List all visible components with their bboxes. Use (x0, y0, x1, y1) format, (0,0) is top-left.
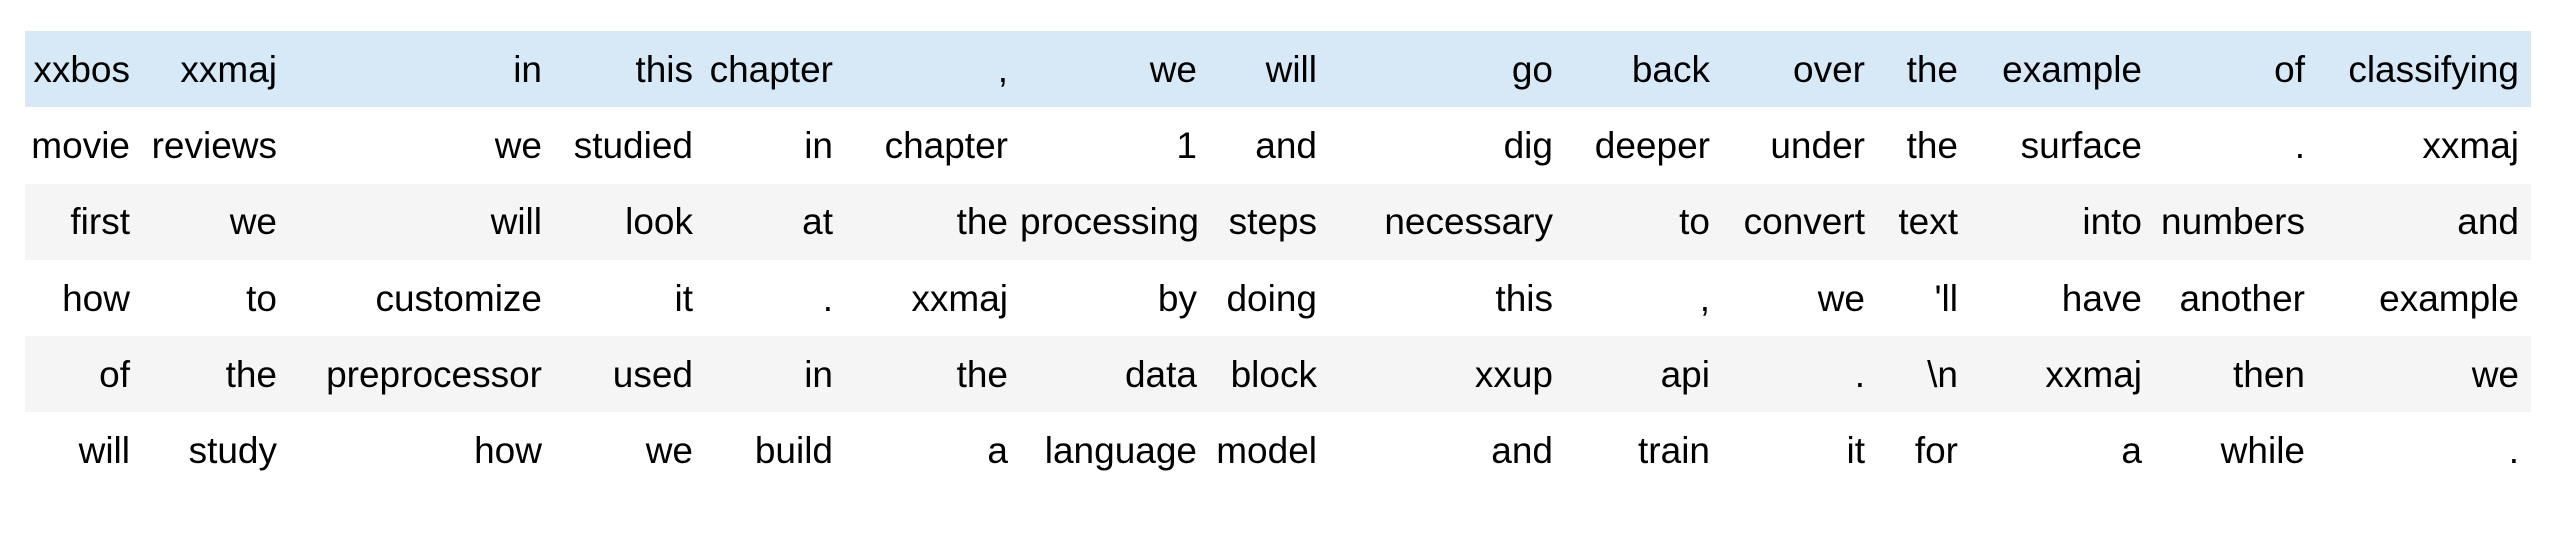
token-cell: this (1495, 277, 1553, 319)
token-cell: will (78, 430, 130, 472)
token-cell: the (225, 353, 277, 395)
token-cell: another (2179, 277, 2306, 319)
token-cell: for (1914, 430, 1958, 472)
token-cell: first (70, 201, 130, 243)
token-cell: steps (1228, 201, 1317, 243)
token-cell: a (987, 430, 1008, 472)
token-cell: . (1854, 353, 1865, 395)
token-cell: study (188, 430, 277, 472)
token-cell: the (1906, 124, 1958, 166)
token-cell: in (804, 353, 833, 395)
token-cell: studied (573, 124, 693, 166)
token-cell: xxmaj (911, 277, 1008, 319)
token-cell: surface (2020, 124, 2142, 166)
token-table: xxbos xxmaj in this chapter, we will go back over… (25, 31, 2531, 489)
token-cell: , (1699, 277, 1710, 319)
token-cell: api (1660, 353, 1710, 395)
token-cell: reviews (151, 124, 277, 166)
token-cell: example (2379, 277, 2519, 319)
token-cell: to (246, 277, 277, 319)
token-cell: used (612, 353, 693, 395)
token-cell: how (474, 430, 542, 472)
token-cell: 1 (1176, 124, 1197, 166)
token-row: of the preprocessor used in the data block xxup a… (25, 336, 2531, 413)
token-cell: then (2232, 353, 2305, 395)
token-cell: how (62, 277, 130, 319)
token-cell: under (1770, 124, 1865, 166)
token-cell: in (804, 124, 833, 166)
token-cell: text (1898, 201, 1958, 243)
token-cell: we (2471, 353, 2519, 395)
token-cell: we (1149, 48, 1197, 90)
token-cell: necessary (1384, 201, 1553, 243)
token-cell: over (1793, 48, 1865, 90)
token-cell: chapter (884, 124, 1008, 166)
token-cell: have (2061, 277, 2142, 319)
token-cell: and (1255, 124, 1317, 166)
token-cell: while (2220, 430, 2305, 472)
token-cell: it (1846, 430, 1866, 472)
token-cell: and (2457, 201, 2519, 243)
token-cell: doing (1226, 277, 1317, 319)
token-cell: go (1511, 48, 1553, 90)
token-cell: xxmaj (2045, 353, 2142, 395)
token-cell: we (494, 124, 542, 166)
token-cell: will (490, 201, 542, 243)
token-cell: it (674, 277, 694, 319)
token-row: first we will look at the processing steps neces… (25, 183, 2531, 260)
token-cell: example (2002, 48, 2142, 90)
token-cell: , (997, 48, 1008, 90)
token-cell: numbers (2161, 201, 2305, 243)
token-cell: model (1216, 430, 1317, 472)
token-cell: . (2508, 430, 2519, 472)
token-cell: . (2294, 124, 2305, 166)
token-cell: xxmaj (2422, 124, 2519, 166)
token-cell: chapter (709, 48, 833, 90)
token-cell: xxup (1474, 353, 1553, 395)
token-cell: this (635, 48, 693, 90)
token-cell: will (1265, 48, 1317, 90)
token-cell: deeper (1594, 124, 1710, 166)
token-cell: at (802, 201, 833, 243)
token-cell: we (229, 201, 277, 243)
token-cell: in (513, 48, 542, 90)
token-cell: build (754, 430, 833, 472)
token-cell: \n (1927, 353, 1958, 395)
token-cell: and (1491, 430, 1553, 472)
token-cell: classifying (2348, 48, 2519, 90)
token-cell: dig (1503, 124, 1553, 166)
token-cell: look (625, 201, 693, 243)
token-cell: xxmaj (180, 48, 277, 90)
token-cell: the (956, 353, 1008, 395)
token-cell: we (1817, 277, 1865, 319)
token-cell: processing (1020, 201, 1199, 243)
token-cell: by (1157, 277, 1197, 319)
token-row: will study how we build a language model and trai… (25, 412, 2531, 489)
token-cell: of (2274, 48, 2305, 90)
token-cell: a (2121, 430, 2142, 472)
token-cell: language (1044, 430, 1197, 472)
token-cell: back (1631, 48, 1710, 90)
token-cell: the (956, 201, 1008, 243)
token-cell: . (822, 277, 833, 319)
token-cell: customize (375, 277, 542, 319)
token-cell: xxbos (33, 48, 130, 90)
token-cell: into (2082, 201, 2142, 243)
token-cell: data (1124, 353, 1197, 395)
token-cell: convert (1743, 201, 1865, 243)
token-cell: the (1906, 48, 1958, 90)
token-cell: block (1230, 353, 1317, 395)
token-cell: to (1679, 201, 1710, 243)
token-cell: of (99, 353, 130, 395)
token-cell: preprocessor (326, 353, 542, 395)
token-cell: train (1638, 430, 1710, 472)
token-cell: 'll (1934, 277, 1958, 319)
token-cell: movie (31, 124, 130, 166)
token-row-hovered: xxbos xxmaj in this chapter, we will go back over… (25, 31, 2531, 108)
token-cell: we (645, 430, 693, 472)
